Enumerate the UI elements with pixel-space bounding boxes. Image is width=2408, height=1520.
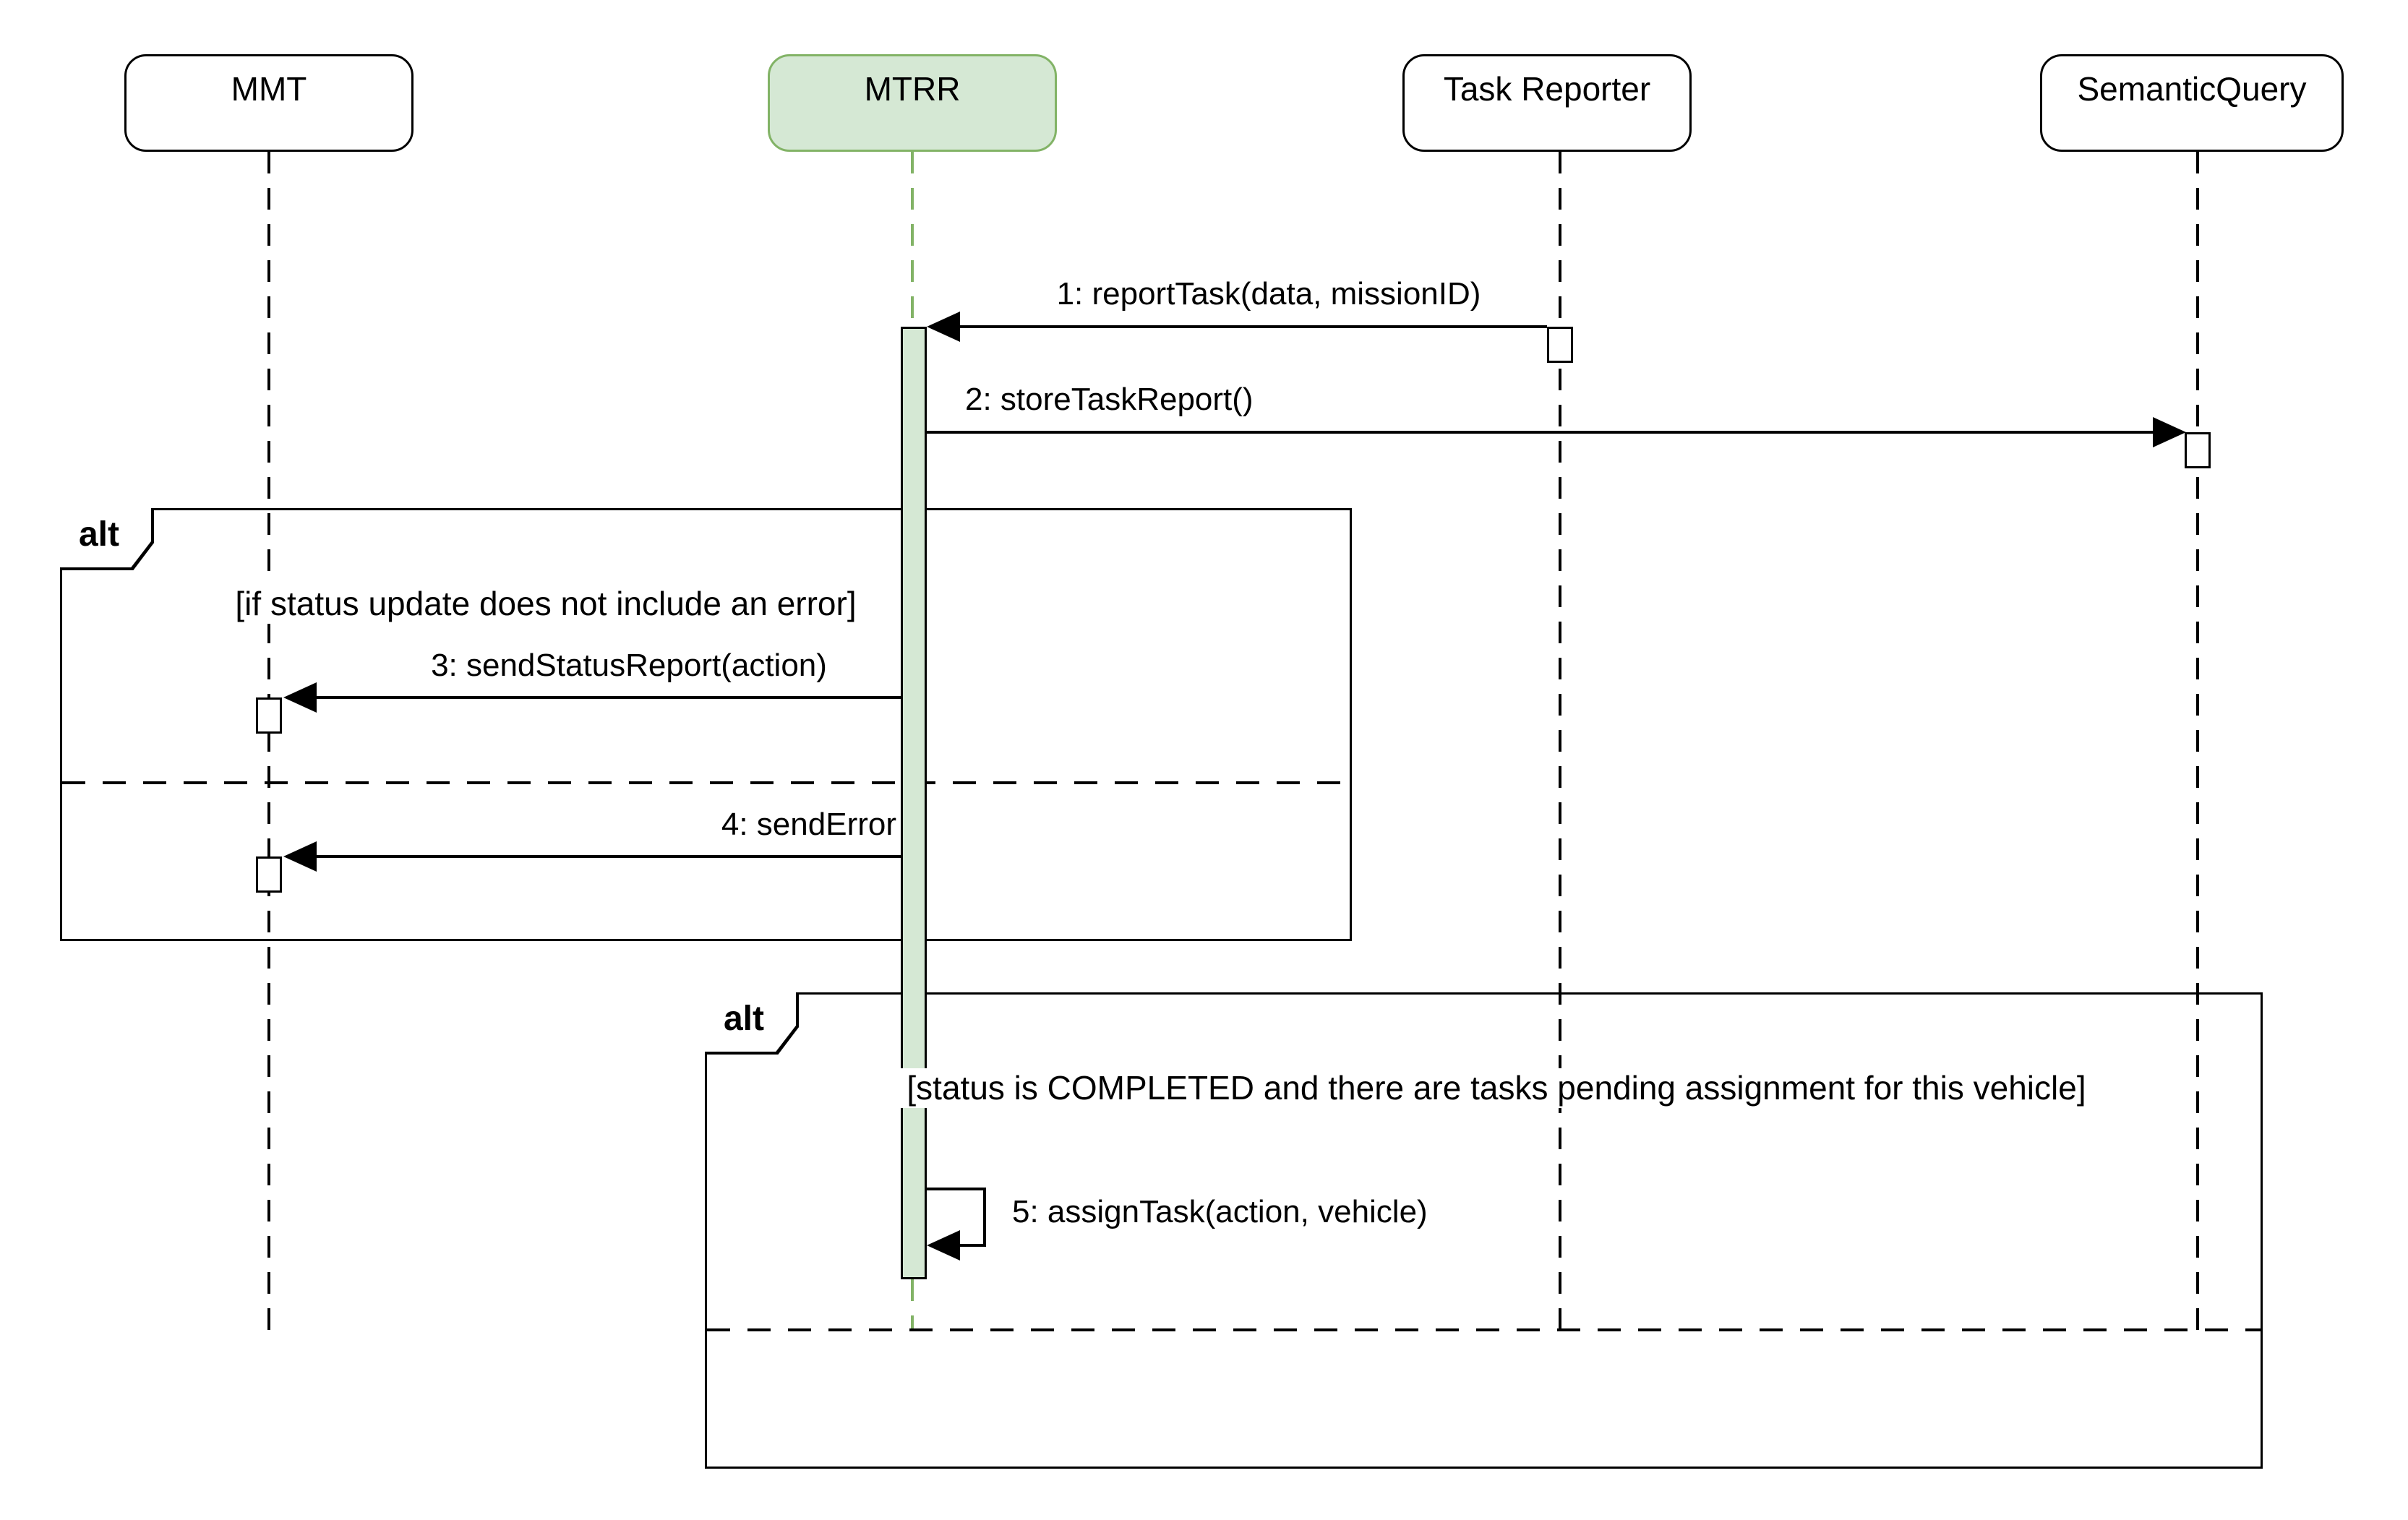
message-2-line bbox=[927, 431, 2153, 434]
actor-box-mmt: MMT bbox=[124, 54, 414, 152]
guard-label-1: [if status update does not include an er… bbox=[228, 584, 864, 624]
message-4-label: 4: sendError bbox=[721, 807, 896, 842]
lifeline-mmt bbox=[267, 152, 270, 1334]
activation-semantic-query-msg2 bbox=[2185, 432, 2211, 468]
message-5-line-right bbox=[983, 1188, 986, 1247]
message-1-label: 1: reportTask(data, missionID) bbox=[1056, 276, 1481, 312]
alt-fragment-2-divider bbox=[707, 1328, 2263, 1331]
message-3-line bbox=[317, 696, 901, 699]
message-2-label: 2: storeTaskReport() bbox=[965, 382, 1254, 417]
actor-label-task-reporter: Task Reporter bbox=[1443, 70, 1651, 108]
message-3-arrowhead-icon bbox=[283, 682, 317, 713]
message-5-line-bottom bbox=[960, 1244, 986, 1247]
guard-label-2: [status is COMPLETED and there are tasks… bbox=[899, 1068, 2094, 1109]
actor-label-semantic-query: SemanticQuery bbox=[2077, 70, 2307, 108]
message-2-arrowhead-icon bbox=[2153, 417, 2186, 447]
activation-mmt-msg4 bbox=[256, 856, 282, 893]
alt-operator-tab-2: alt bbox=[705, 992, 799, 1055]
actor-label-mtrr: MTRR bbox=[864, 70, 961, 108]
message-5-arrowhead-icon bbox=[927, 1230, 960, 1261]
activation-task-reporter-msg1 bbox=[1547, 327, 1573, 363]
message-4-line bbox=[317, 855, 901, 858]
actor-box-semantic-query: SemanticQuery bbox=[2040, 54, 2344, 152]
alt-operator-label-2: alt bbox=[705, 992, 796, 1052]
message-1-line bbox=[960, 325, 1547, 328]
activation-mmt-msg3 bbox=[256, 697, 282, 734]
lifeline-mtrr-upper bbox=[911, 152, 914, 327]
actor-box-mtrr: MTRR bbox=[768, 54, 1057, 152]
activation-bar-mtrr bbox=[901, 327, 927, 1279]
actor-label-mmt: MMT bbox=[231, 70, 307, 108]
lifeline-semantic-query bbox=[2196, 152, 2199, 1330]
message-1-arrowhead-icon bbox=[927, 312, 960, 342]
lifeline-task-reporter bbox=[1559, 152, 1561, 1330]
alt-fragment-1: alt bbox=[60, 508, 1352, 941]
alt-operator-label-1: alt bbox=[60, 508, 151, 567]
alt-fragment-2: alt bbox=[705, 992, 2263, 1469]
message-5-label: 5: assignTask(action, vehicle) bbox=[1012, 1194, 1428, 1229]
alt-operator-tab-1: alt bbox=[60, 508, 154, 570]
message-5-line-top bbox=[927, 1188, 986, 1190]
actor-box-task-reporter: Task Reporter bbox=[1402, 54, 1692, 152]
message-3-label: 3: sendStatusReport(action) bbox=[431, 648, 827, 683]
alt-fragment-1-divider bbox=[62, 781, 1352, 784]
lifeline-mtrr-lower bbox=[911, 1279, 914, 1331]
message-4-arrowhead-icon bbox=[283, 841, 317, 872]
